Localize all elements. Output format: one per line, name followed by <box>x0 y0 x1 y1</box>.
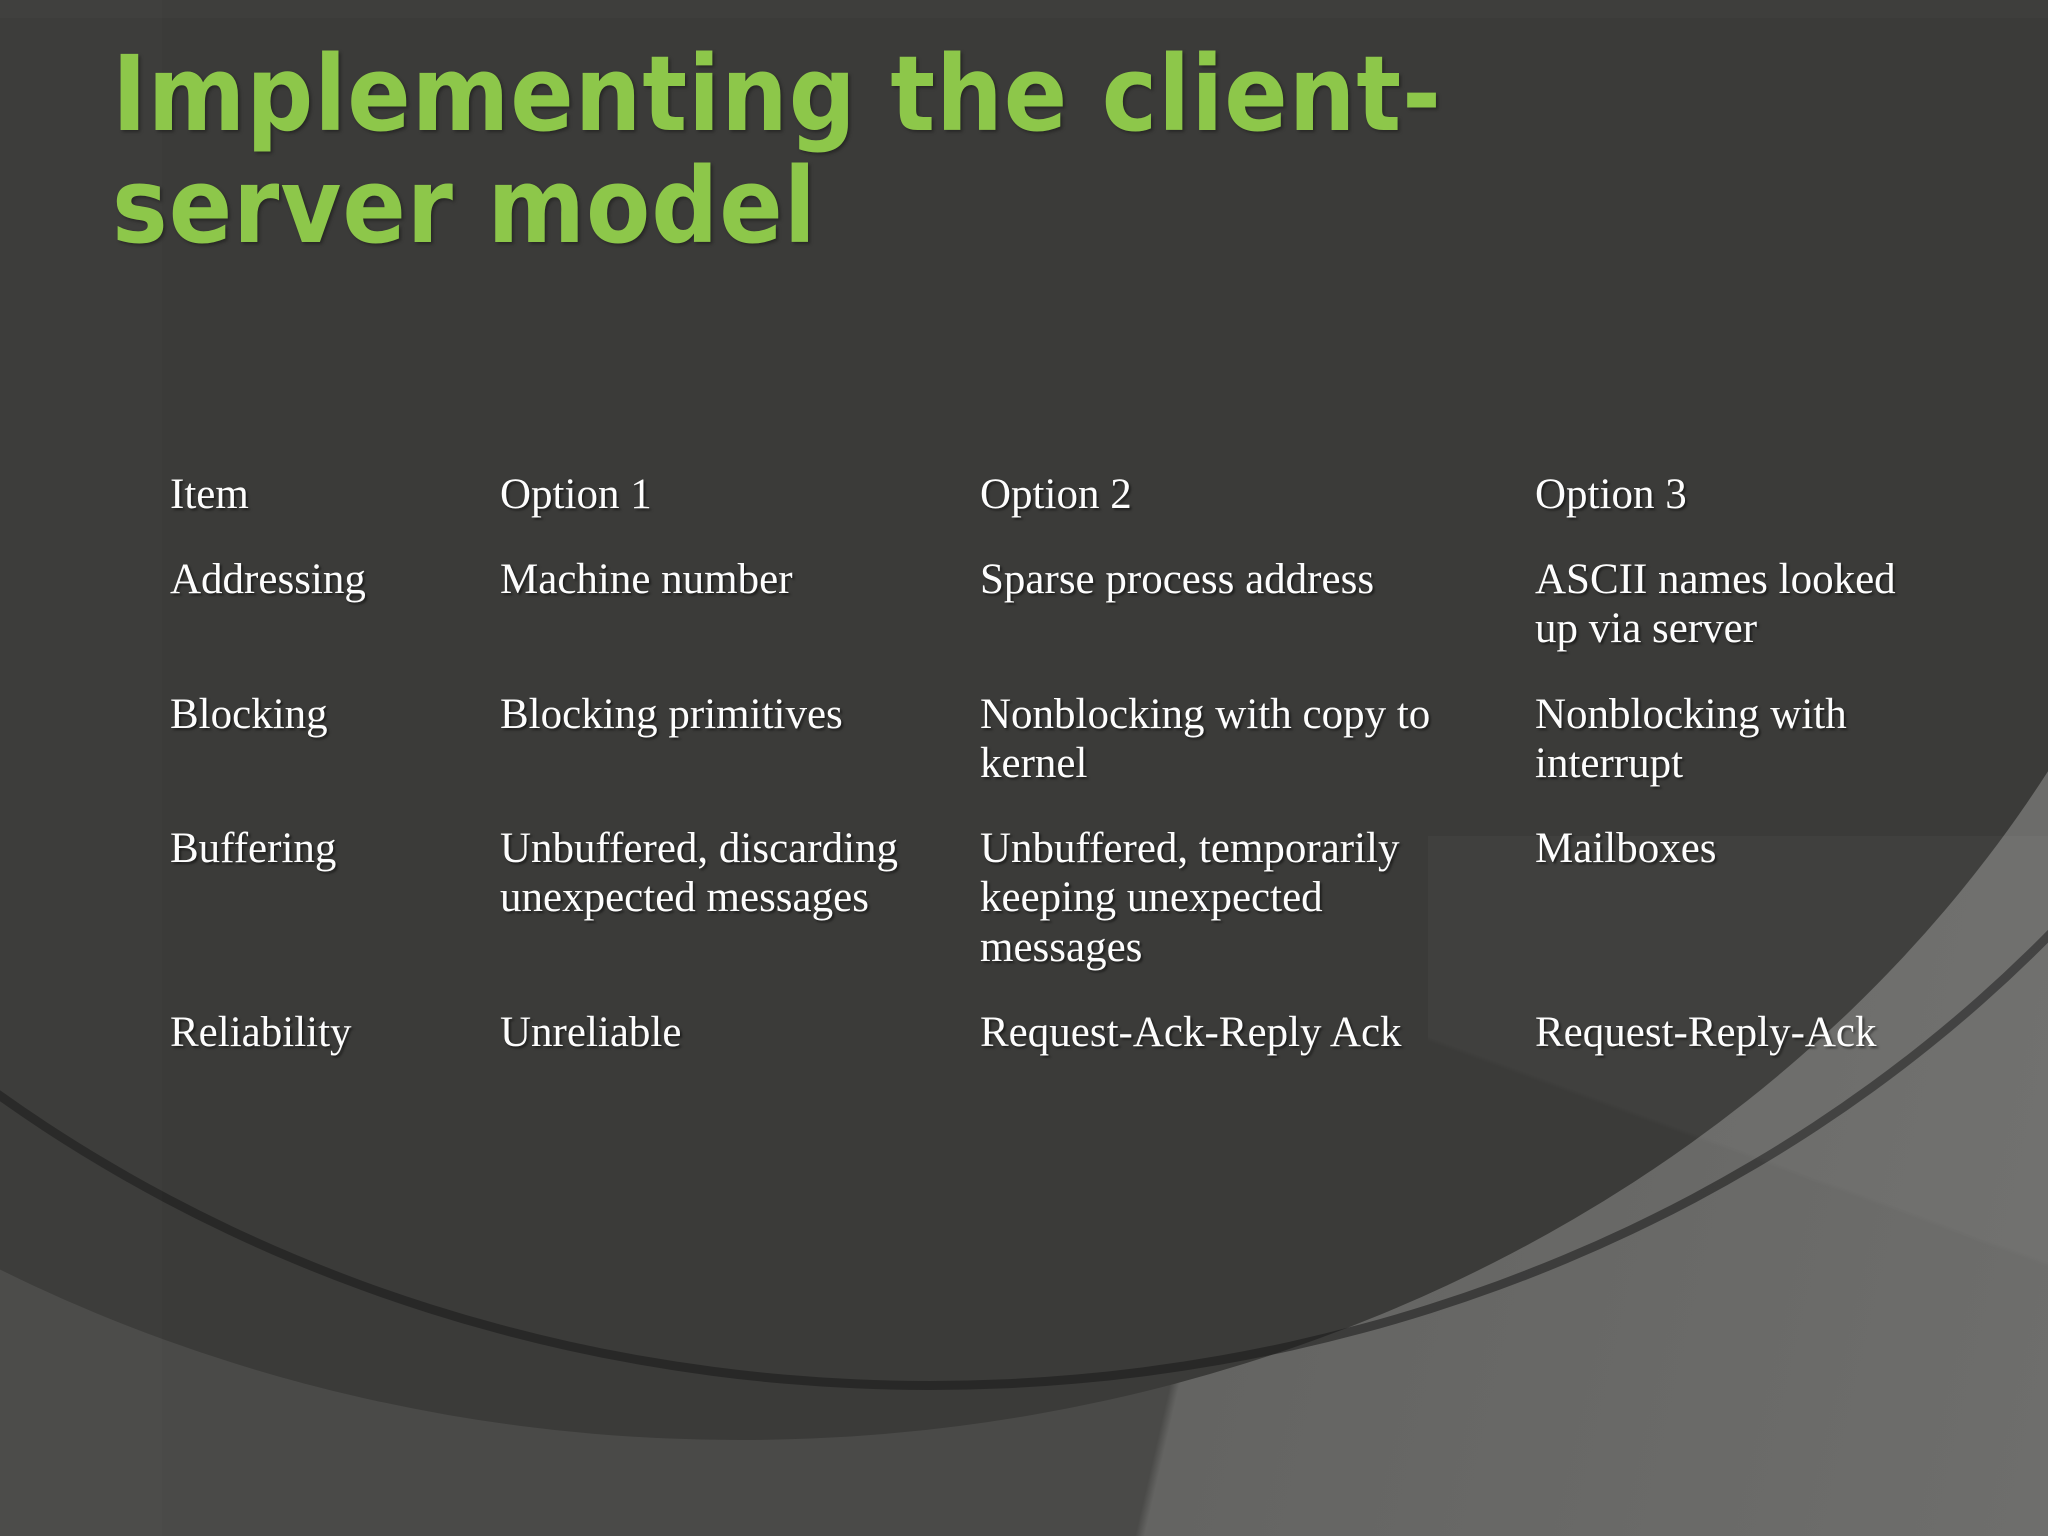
table-cell-item: Buffering <box>170 825 337 873</box>
comparison-table-container: Item Option 1 Option 2 Option 3 Addressi… <box>170 470 1960 1093</box>
table-cell-item: Reliability <box>170 1008 352 1056</box>
table-header-row: Item Option 1 Option 2 Option 3 <box>170 470 1960 555</box>
table-cell-option1: Unreliable <box>500 1008 682 1056</box>
table-row: Addressing Machine number Sparse process… <box>170 555 1960 689</box>
table-header-option3: Option 3 <box>1535 471 1687 518</box>
table-header-option1: Option 1 <box>500 471 652 518</box>
table-cell-item: Blocking <box>170 690 328 738</box>
table-cell-option2: Request-Ack-Reply Ack <box>980 1008 1402 1056</box>
table-cell-item: Addressing <box>170 556 366 604</box>
table-cell-option1: Blocking primitives <box>500 690 843 738</box>
table-header-option2: Option 2 <box>980 471 1132 518</box>
table-row: Reliability Unreliable Request-Ack-Reply… <box>170 1008 1960 1093</box>
slide-background-arc-stroke <box>0 0 2048 1390</box>
comparison-table: Item Option 1 Option 2 Option 3 Addressi… <box>170 470 1960 1093</box>
table-cell-option1: Machine number <box>500 556 793 604</box>
table-row: Blocking Blocking primitives Nonblocking… <box>170 690 1960 824</box>
table-header-item: Item <box>170 471 249 518</box>
table-row: Buffering Unbuffered, discarding unexpec… <box>170 824 1960 1008</box>
slide-background-diagonal-seam <box>1428 836 2048 1536</box>
table-cell-option3: ASCII names looked up via server <box>1535 556 1896 653</box>
table-cell-option2: Unbuffered, temporarily keeping unexpect… <box>980 825 1400 971</box>
table-cell-option3: Nonblocking with interrupt <box>1535 690 1847 787</box>
table-cell-option2: Sparse process address <box>980 556 1375 604</box>
slide-title: Implementing the client-server model <box>112 33 1442 268</box>
table-cell-option1: Unbuffered, discarding unexpected messag… <box>500 825 899 922</box>
slide-background-top-strip <box>0 0 2048 18</box>
table-cell-option3: Mailboxes <box>1535 825 1717 873</box>
table-cell-option2: Nonblocking with copy to kernel <box>980 690 1431 787</box>
table-cell-option3: Request-Reply-Ack <box>1535 1008 1877 1056</box>
